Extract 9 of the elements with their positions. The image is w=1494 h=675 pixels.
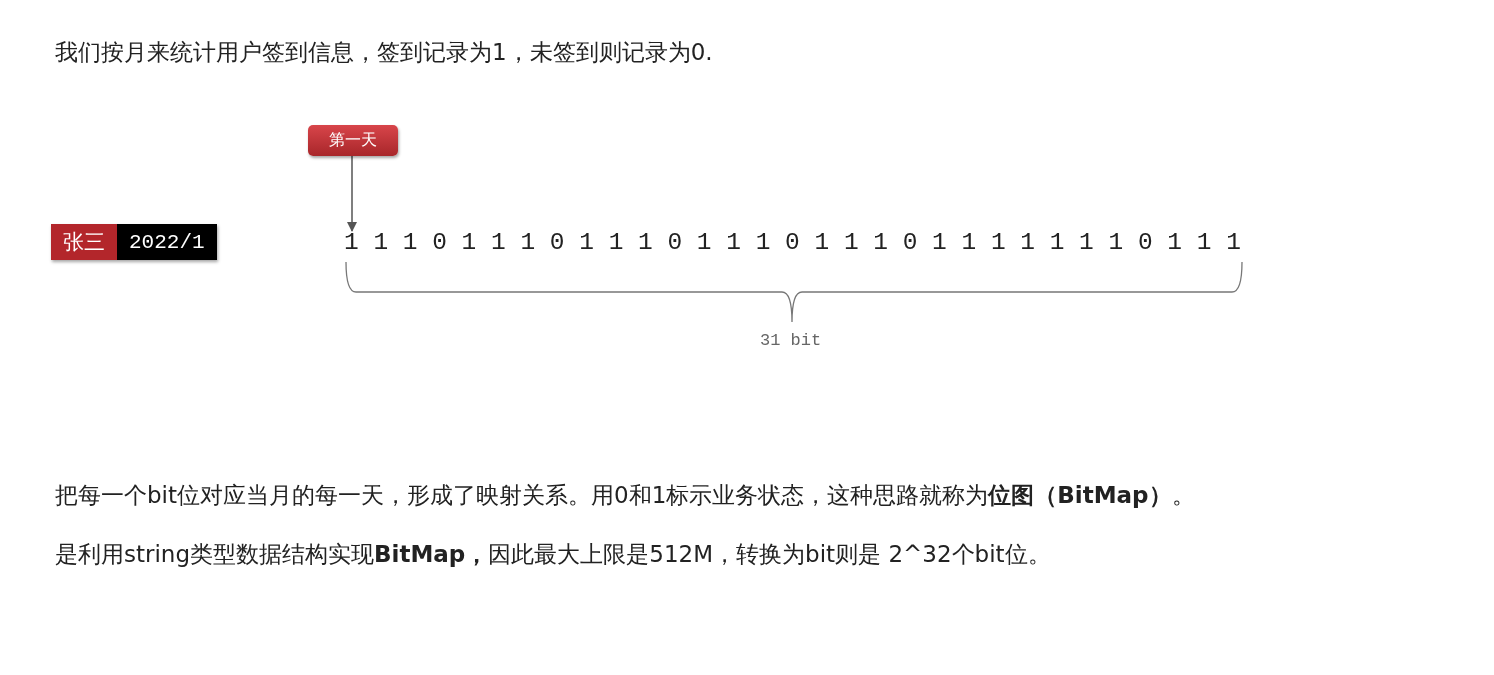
- leader-arrow: [347, 155, 357, 232]
- month-label: 2022/1: [117, 224, 217, 260]
- description-text: 是利用string类型数据结构实现BitMap，因此最大上限是512M，转换为bit则是 2^32个bit位。: [55, 540, 1051, 569]
- intro-text: 我们按月来统计用户签到信息，签到记录为1，未签到则记录为0.: [55, 38, 713, 67]
- day-tag: 第一天: [308, 125, 398, 156]
- user-name-label: 张三: [51, 224, 117, 260]
- bit-sequence: 1 1 1 0 1 1 1 0 1 1 1 0 1 1 1 0 1 1 1 0 1 1 1 1 1 1 1 0 1 1 1: [344, 229, 1241, 256]
- description-text: 把每一个bit位对应当月的每一天，形成了映射关系。用0和1标示业务状态，这种思路就称为位图（BitMap）。: [55, 481, 1195, 510]
- bit-count-label: 31 bit: [760, 331, 822, 350]
